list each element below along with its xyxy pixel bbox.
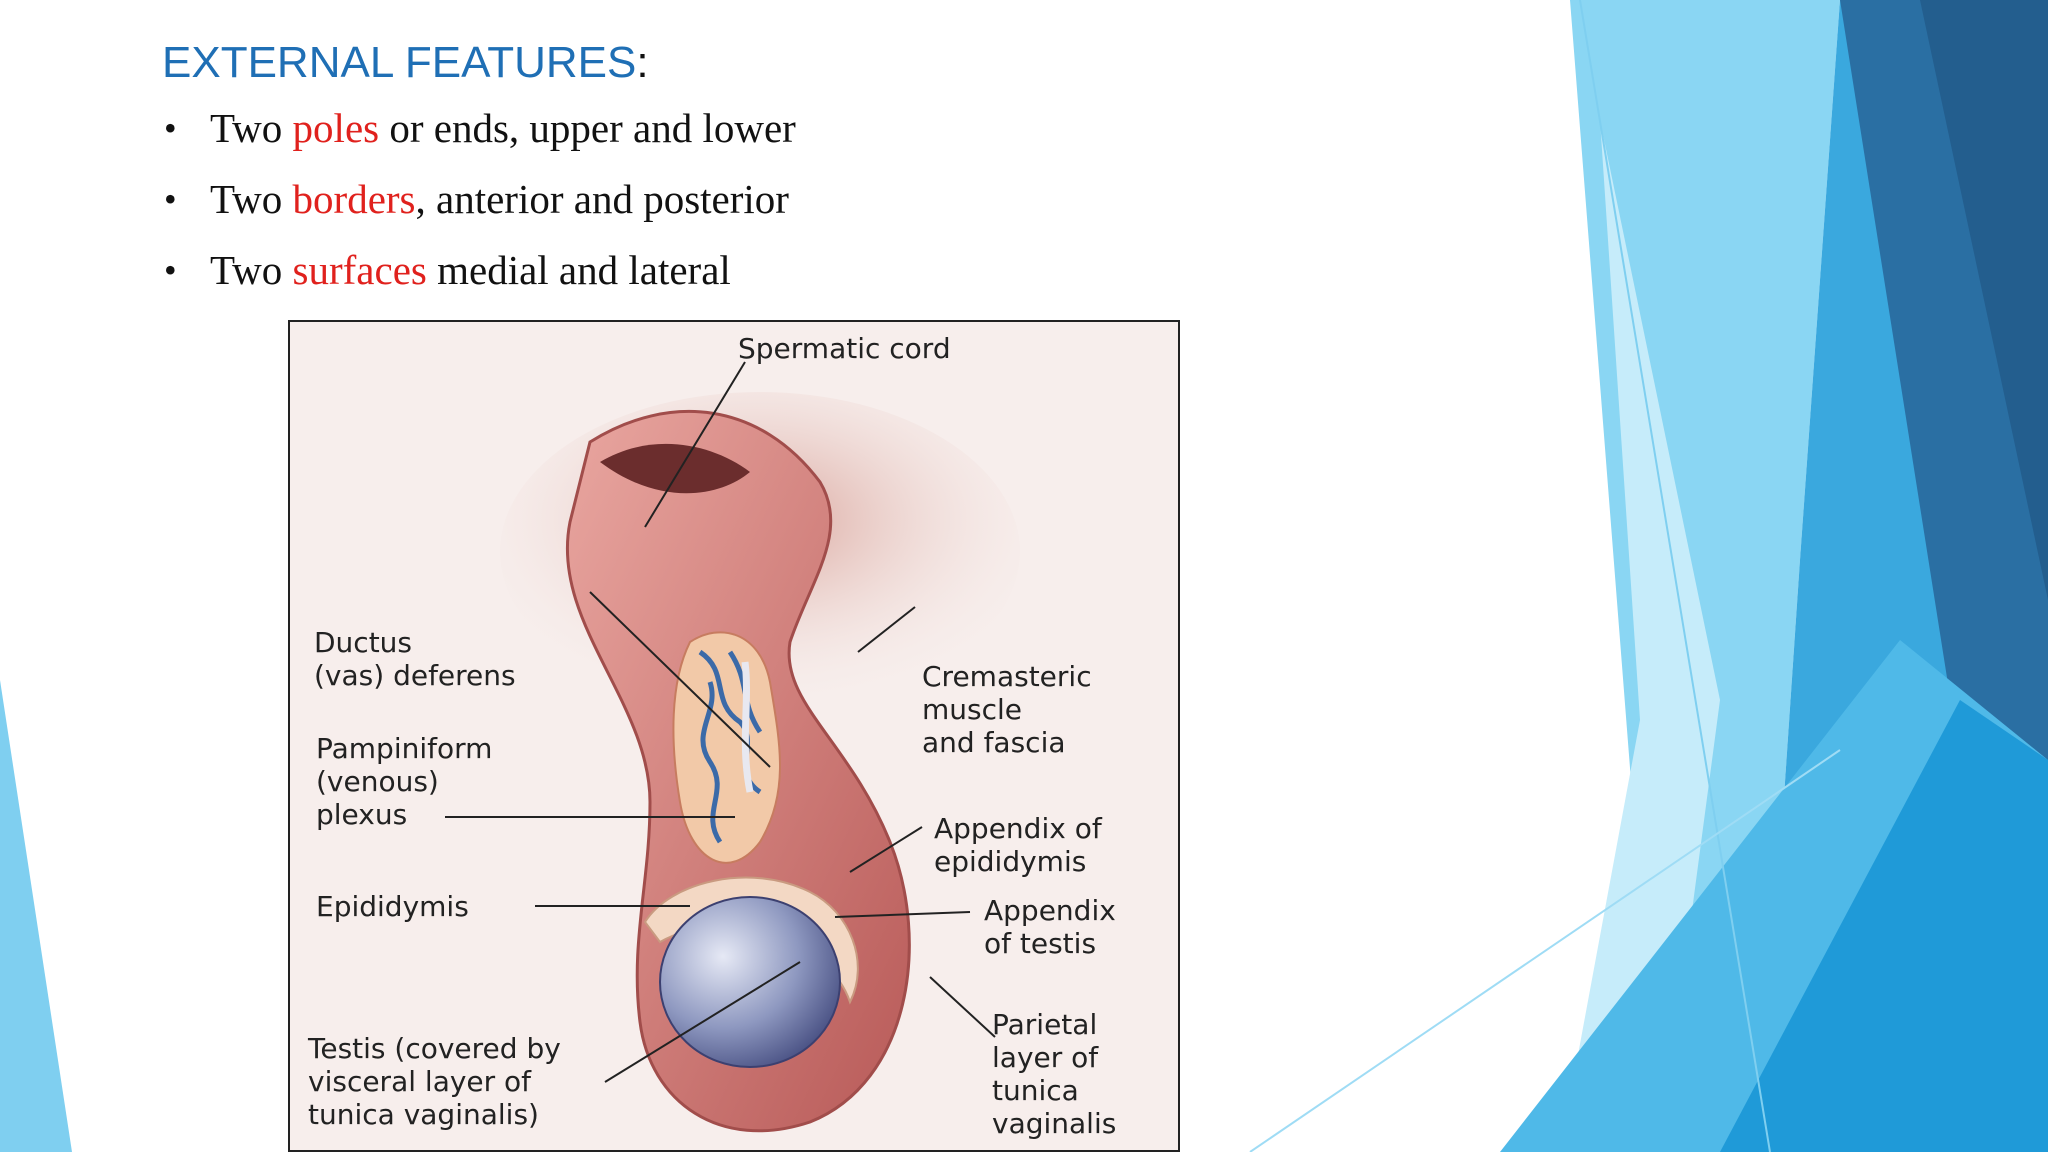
bullet-highlight: poles: [292, 105, 380, 151]
label-epididymis: Epididymis: [316, 890, 469, 923]
anatomy-illustration: [445, 361, 1020, 1133]
label-line: Pampiniform: [316, 732, 493, 765]
bullet-highlight: surfaces: [292, 247, 427, 293]
label-line: tunica: [992, 1074, 1079, 1107]
bullet-item: • Two poles or ends, upper and lower: [160, 100, 796, 171]
bullet-text: Two: [210, 105, 293, 151]
title-text: EXTERNAL FEATURES: [162, 38, 637, 87]
label-line: Cremasteric: [922, 660, 1092, 693]
thin-line-2: [1249, 749, 1841, 1152]
label-line: and fascia: [922, 726, 1066, 759]
right-shard-cyan: [1720, 700, 2048, 1152]
bullet-text: , anterior and posterior: [415, 176, 789, 222]
title-colon: :: [636, 38, 649, 87]
label-line: layer of: [992, 1041, 1099, 1074]
label-line: epididymis: [934, 845, 1087, 878]
label-line: of testis: [984, 927, 1097, 960]
label-line: Appendix of: [934, 812, 1102, 845]
right-shard-pale: [1560, 120, 1720, 1152]
label-line: (venous): [316, 765, 439, 798]
label-line: plexus: [316, 798, 408, 831]
slide-title: EXTERNAL FEATURES:: [162, 38, 649, 88]
ductus-deferens: [741, 661, 754, 793]
left-shard: [0, 680, 72, 1152]
label-ductus-deferens: Ductus (vas) deferens: [314, 626, 516, 692]
right-shard-deep: [1920, 0, 2048, 600]
bullet-text: Two: [210, 176, 293, 222]
label-line: Testis (covered by: [308, 1032, 561, 1065]
label-line: visceral layer of: [308, 1065, 532, 1098]
bullet-list: • Two poles or ends, upper and lower • Two…: [160, 100, 796, 313]
label-appendix-testis: Appendix of testis: [984, 894, 1116, 960]
bullet-highlight: borders: [292, 176, 416, 222]
bullet-dot: •: [164, 179, 177, 219]
label-line: muscle: [922, 693, 1023, 726]
bullet-item: • Two borders, anterior and posterior: [160, 171, 796, 242]
bullet-dot: •: [164, 250, 177, 290]
label-line: tunica vaginalis): [308, 1098, 539, 1131]
label-line: Parietal: [992, 1008, 1098, 1041]
label-spermatic-cord: Spermatic cord: [738, 332, 951, 365]
anatomy-figure: Spermatic cord Ductus (vas) deferens Cre…: [288, 320, 1180, 1152]
testis-shape: [659, 896, 841, 1068]
bullet-text: or ends, upper and lower: [379, 105, 796, 151]
leader-lines: [445, 361, 996, 1083]
bullet-dot: •: [164, 108, 177, 148]
inner-cord: [672, 631, 781, 864]
thin-line-1: [1579, 0, 1771, 1152]
label-appendix-epididymis: Appendix of epididymis: [934, 812, 1102, 878]
label-line: Ductus: [314, 626, 413, 659]
label-pampiniform: Pampiniform (venous) plexus: [316, 732, 492, 831]
label-line: vaginalis: [992, 1107, 1117, 1140]
label-cremasteric: Cremasteric muscle and fascia: [922, 660, 1092, 759]
bullet-text: Two: [210, 247, 293, 293]
cord-opening: [600, 443, 750, 494]
label-testis: Testis (covered by visceral layer of tun…: [308, 1032, 561, 1131]
bullet-item: • Two surfaces medial and lateral: [160, 242, 796, 313]
bullet-text: medial and lateral: [426, 247, 731, 293]
label-parietal-layer: Parietal layer of tunica vaginalis: [992, 1008, 1116, 1140]
label-line: (vas) deferens: [314, 659, 516, 692]
label-line: Appendix: [984, 894, 1116, 927]
